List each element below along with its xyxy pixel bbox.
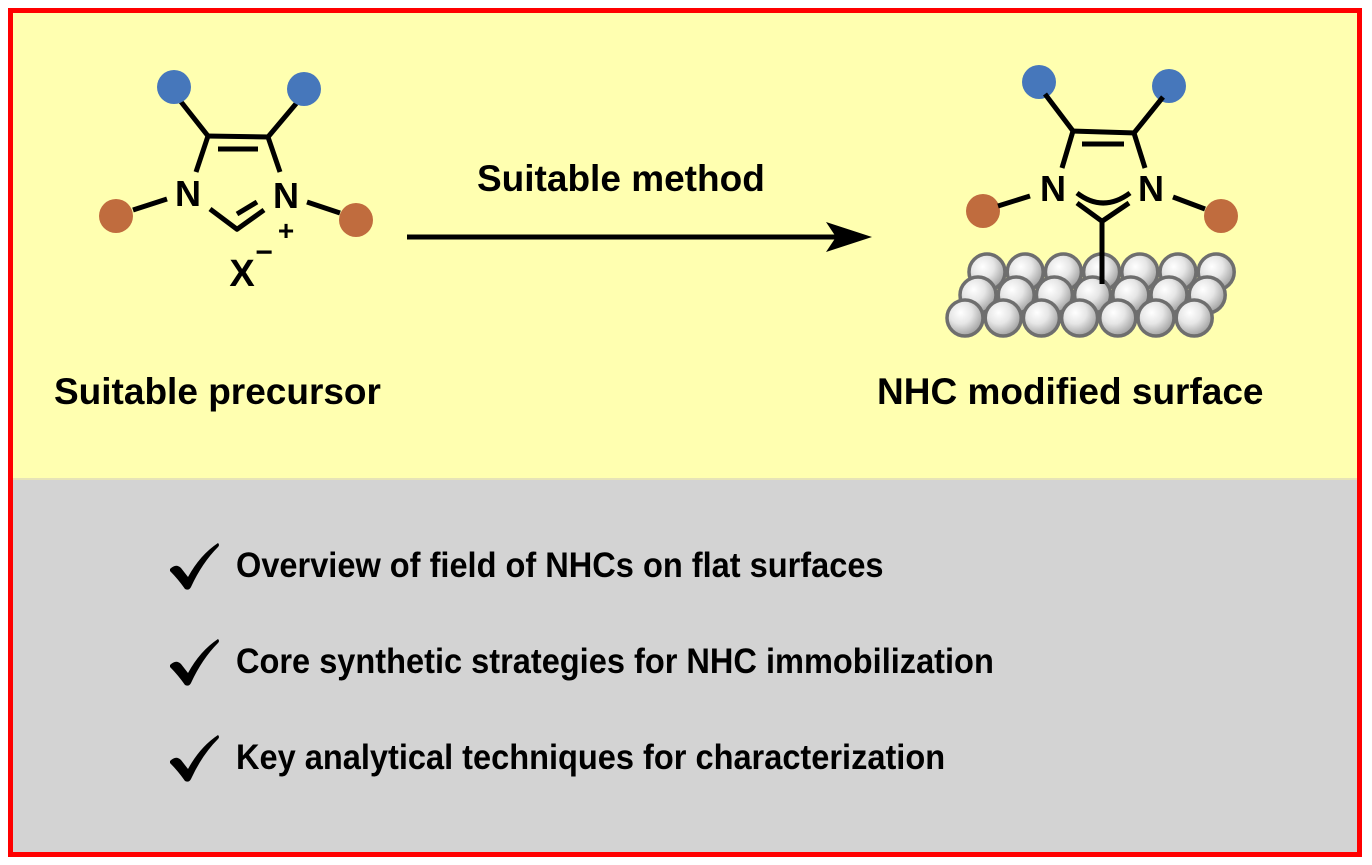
bond [1132,95,1165,135]
highlight-text: Overview of field of NHCs on flat surfac… [236,546,884,585]
bond [205,133,271,140]
nitrogen-substituent-right [1204,199,1238,233]
bond [1070,128,1137,136]
highlight-text: Key analytical techniques for characteri… [236,738,946,777]
bond [1099,200,1131,225]
bond [235,199,259,217]
bond [306,199,341,216]
nitrogen-atom-left: N [175,173,201,214]
bond [1172,194,1206,212]
precursor-label: Suitable precursor [54,371,381,412]
bond [1043,92,1075,133]
nitrogen-substituent-right [339,203,373,237]
arrowhead-icon [826,222,872,252]
backbone-substituent-left [157,70,191,104]
surface-atom [983,298,1023,338]
nitrogen-substituent-left [99,199,133,233]
nitrogen-atom-right: N [1138,168,1164,209]
bond [132,196,168,213]
checkmark-icon [170,735,219,782]
highlight-item: Core synthetic strategies for NHC immobi… [168,637,1051,687]
bond [176,96,210,138]
surface-atom [1098,298,1138,338]
highlight-text: Core synthetic strategies for NHC immobi… [236,642,994,681]
surface-atom [1174,298,1214,338]
bond [265,136,283,173]
positive-charge: + [278,215,294,246]
surface-atom [1021,298,1062,338]
checkmark-icon [170,639,219,686]
backbone-substituent-right [1152,69,1186,103]
reaction-scheme-panel [13,13,1357,478]
highlight-item: Overview of field of NHCs on flat surfac… [168,541,932,591]
product-label: NHC modified surface [877,371,1264,412]
carbene-arc [1075,190,1132,206]
counterion: X [229,253,255,295]
figure-frame [8,8,1362,857]
metal-surface [945,252,1236,338]
nitrogen-atom-left: N [1040,168,1066,209]
backbone-substituent-left [1022,65,1056,99]
highlights-panel [13,478,1357,852]
backbone-substituent-right [287,72,321,106]
bond [193,135,211,173]
bond [208,207,240,232]
bond [1059,130,1076,169]
bond [1075,200,1105,225]
surface-atom [1059,298,1100,338]
bond [266,97,302,139]
checkmark-icon [170,543,219,590]
nitrogen-substituent-left [966,194,1000,228]
reaction-condition-label: Suitable method [477,158,765,199]
reaction-arrow [407,222,872,252]
bond [1131,132,1148,169]
imidazolium-precursor [132,96,341,233]
negative-charge: − [255,236,273,269]
nitrogen-atom-right: N [273,175,299,216]
highlight-item: Key analytical techniques for characteri… [168,733,998,783]
bond [234,207,266,233]
surface-atom [945,298,985,338]
nhc-ligand [997,92,1206,284]
surface-atom [1136,298,1176,338]
bond [997,193,1031,209]
